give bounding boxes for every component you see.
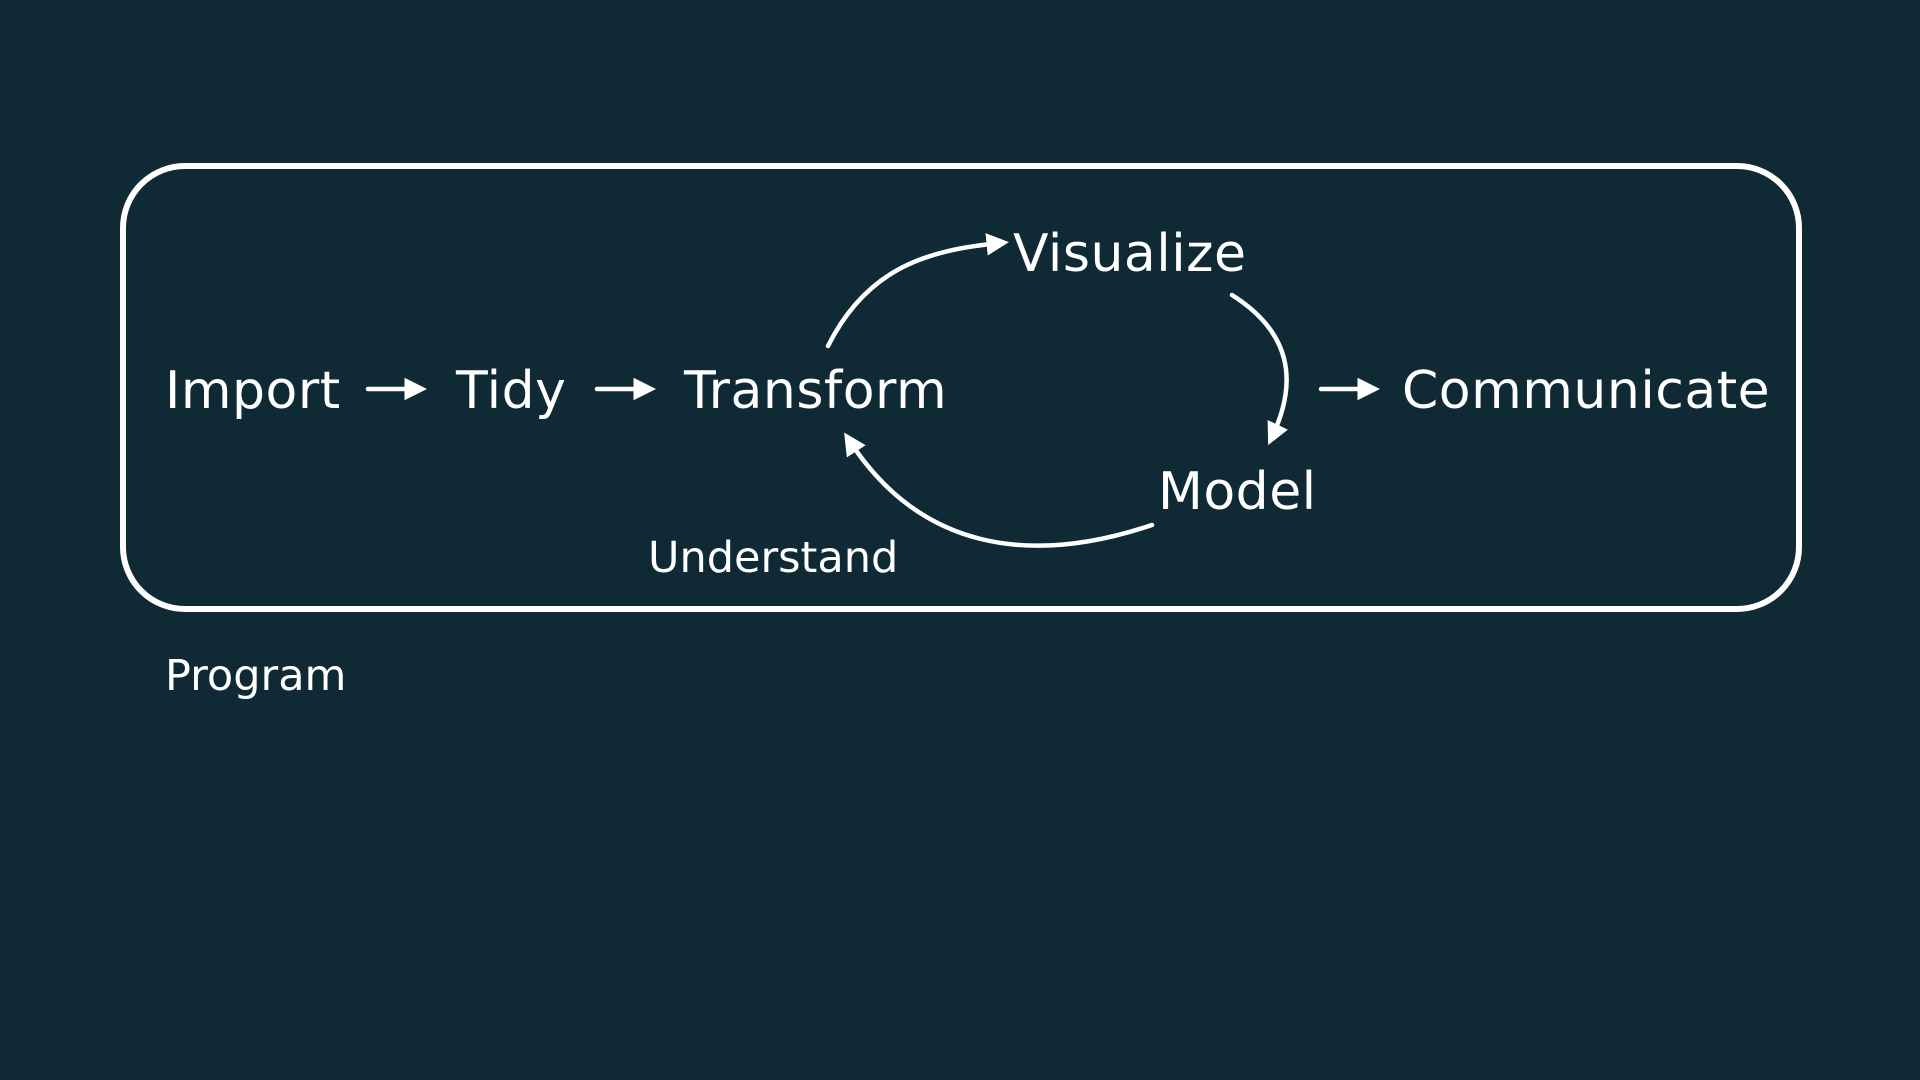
node-import: Import xyxy=(165,361,341,421)
arrow-visualize-to-model xyxy=(1229,292,1289,446)
understand-frame xyxy=(120,163,1802,612)
node-visualize: Visualize xyxy=(1013,224,1246,284)
label-program: Program xyxy=(165,651,346,701)
arrow-model-to-transform xyxy=(844,432,1155,548)
node-model: Model xyxy=(1158,462,1317,522)
node-tidy: Tidy xyxy=(455,361,566,421)
arrow-transform-to-visualize xyxy=(825,233,1009,349)
node-transform: Transform xyxy=(683,361,947,421)
label-understand: Understand xyxy=(648,533,898,583)
node-communicate: Communicate xyxy=(1402,361,1770,421)
